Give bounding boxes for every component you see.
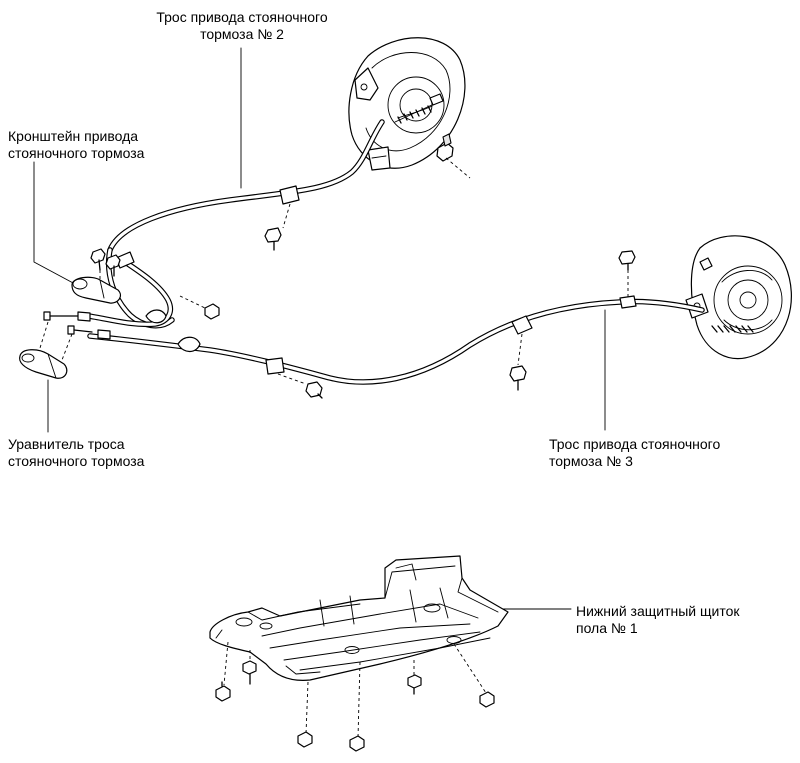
bolts-cable-area [90,227,636,399]
floor-under-cover [209,555,509,681]
bolt-upper-plate [436,133,471,179]
label-bracket: Кронштейн привода стояночного тормоза [8,128,144,162]
bolts-floor-cover [215,641,495,752]
label-cable-3-line-2: тормоза № 3 [549,453,633,469]
floor-bolt-4 [349,735,365,752]
floor-bolt-1 [215,681,231,702]
leader-lines [33,47,606,610]
label-equalizer-line-2: стояночного тормоза [8,453,145,469]
bolt-6 [509,365,527,391]
label-floor-shield-line-2: пола № 1 [576,620,638,636]
bolt-1 [90,248,106,282]
bolt-7 [618,250,636,271]
cable-3-clamp-2 [511,315,533,335]
brake-backing-plate-right [685,235,792,360]
brake-backing-plate-left [348,37,466,171]
bolt-5 [305,381,323,399]
cable-3-clamp-3 [619,295,637,309]
cable-3-clamp-1 [265,357,285,375]
bolt-3 [264,227,282,251]
floor-bolt-6 [479,691,495,708]
label-equalizer: Уравнитель троса стояночного тормоза [8,436,144,470]
parking-brake-cable-3 [87,270,705,385]
parking-brake-cable-2 [85,119,385,329]
floor-bolt-2 [242,660,257,685]
label-bracket-line-1: Кронштейн привода [8,128,139,144]
label-cable-2-line-1: Трос привода стояночного [156,9,328,25]
label-floor-shield: Нижний защитный щиток пола № 1 [576,603,740,637]
bolt-4 [179,295,220,320]
label-cable-3-line-1: Трос привода стояночного [549,436,721,452]
bolt-2 [105,254,121,277]
label-cable-2-line-2: тормоза № 2 [200,26,284,42]
label-equalizer-line-1: Уравнитель троса [8,436,125,452]
label-cable-2: Трос привода стояночного тормоза № 2 [146,9,338,43]
parking-brake-bracket [71,276,122,304]
floor-bolt-3 [297,731,313,748]
floor-bolt-5 [407,674,422,695]
label-floor-shield-line-1: Нижний защитный щиток [576,603,740,619]
cable-2-clamp [279,185,300,205]
cable-equalizer [19,311,111,379]
leader-bracket [33,161,76,285]
label-cable-3: Трос привода стояночного тормоза № 3 [549,436,720,470]
label-bracket-line-2: стояночного тормоза [8,145,145,161]
